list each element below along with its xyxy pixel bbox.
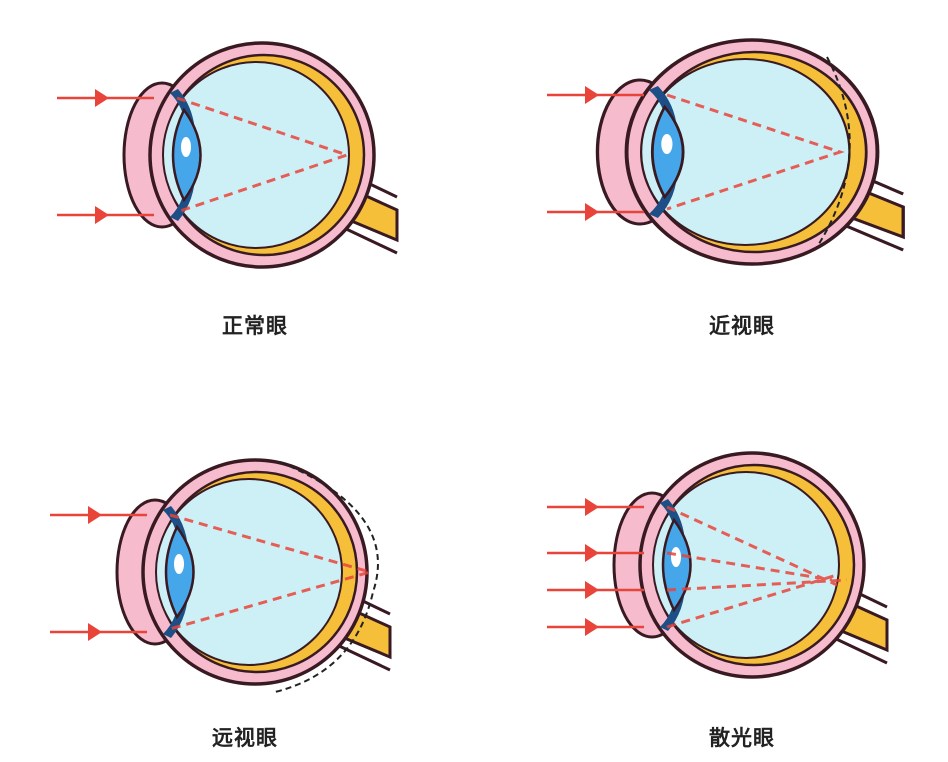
- eyeball: [115, 458, 392, 686]
- arrow-icon: [95, 89, 109, 107]
- label-astigmatism-eye: 散光眼: [709, 726, 775, 750]
- vitreous-body: [639, 58, 851, 246]
- arrow-icon: [88, 506, 102, 524]
- eye-myopia: [547, 38, 905, 266]
- eye-hyperopia: [50, 458, 392, 693]
- arrow-icon: [88, 623, 102, 641]
- arrow-icon: [95, 206, 109, 224]
- label-myopia-eye: 近视眼: [709, 314, 775, 338]
- lens-highlight: [671, 547, 681, 567]
- eyeball: [122, 41, 399, 269]
- lens-highlight: [661, 134, 673, 154]
- arrow-icon: [585, 203, 599, 221]
- refracted-rays: [666, 505, 848, 629]
- refracted-rays: [666, 93, 845, 211]
- ideal-retina-dashed: [816, 56, 851, 248]
- eye-normal: [57, 41, 399, 269]
- eyeball: [595, 38, 905, 266]
- arrow-icon: [585, 86, 599, 104]
- arrow-icon: [585, 581, 599, 599]
- arrow-icon: [585, 498, 599, 516]
- arrow-icon: [585, 618, 599, 636]
- refracted-rays: [169, 513, 376, 631]
- eye-astigmatism: [547, 451, 889, 679]
- ideal-retina-dashed: [274, 461, 379, 693]
- eyeball: [612, 451, 889, 679]
- lens-highlight: [181, 137, 191, 157]
- lens-highlight: [174, 554, 184, 574]
- label-normal-eye: 正常眼: [222, 314, 288, 338]
- arrow-icon: [585, 544, 599, 562]
- label-hyperopia-eye: 远视眼: [212, 726, 278, 750]
